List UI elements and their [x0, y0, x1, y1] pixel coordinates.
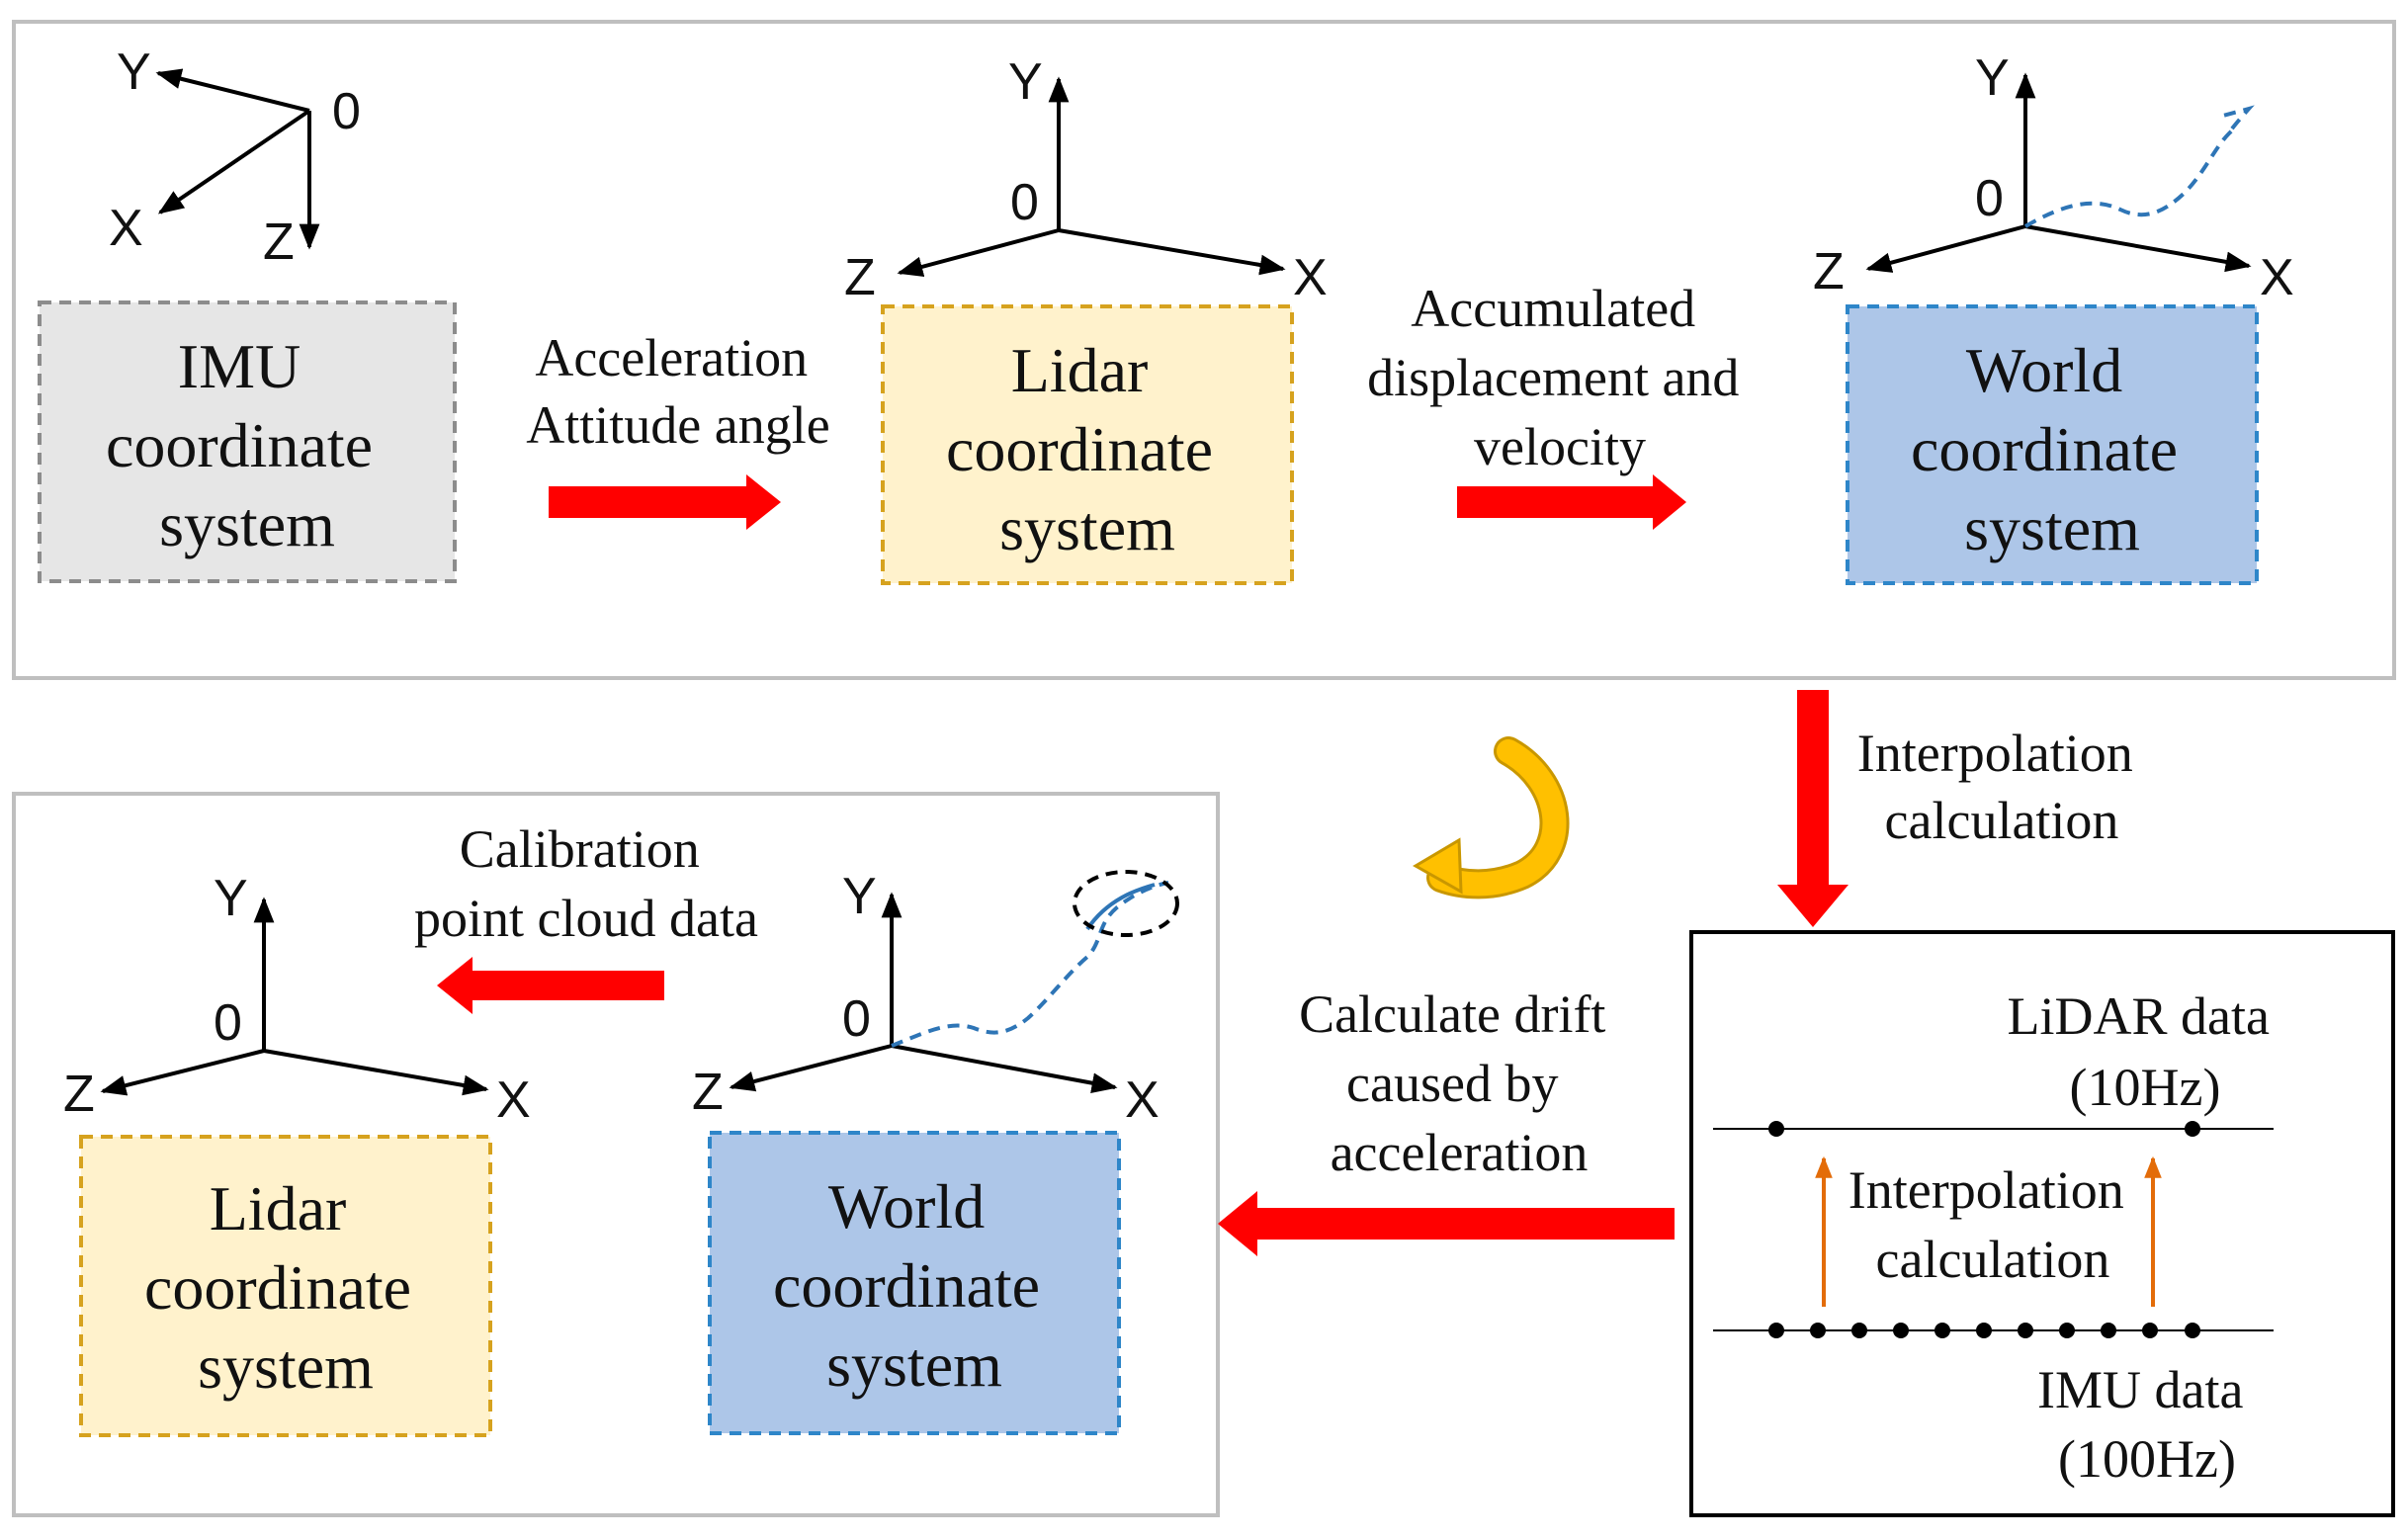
drift-highlight-ellipse [1073, 870, 1179, 937]
world-top-axis-x-label: X [2260, 249, 2294, 306]
world-bottom-box [708, 1131, 1121, 1435]
flow-arrow-timeline-to-world [1218, 1191, 1675, 1256]
world-top-axes-icon [1865, 72, 2252, 273]
imu-axis-origin-label: 0 [332, 83, 361, 140]
world-bottom-trajectory-segment [1085, 883, 1156, 931]
world-top-trajectory-line [2023, 105, 2255, 228]
lidar-bottom-axes-icon [100, 897, 489, 1096]
world-bottom-axes-icon [729, 892, 1118, 1093]
imu-box-label: IMU coordinate system [106, 331, 388, 559]
lidar-top-axis-z-label: Z [844, 249, 876, 306]
world-top-axis-origin-label: 0 [1975, 170, 2004, 227]
world-top-box [1846, 304, 2259, 585]
lidar-bottom-axis-z-label: Z [63, 1066, 95, 1123]
world-top-axis-z-label: Z [1813, 243, 1845, 300]
lidar-bottom-box-label: Lidar coordinate system [144, 1173, 427, 1402]
lidar-sample-dot [1768, 1121, 1784, 1137]
acceleration-label: Acceleration Attitude angle [526, 328, 829, 455]
accumulated-label: Accumulated displacement and velocity [1367, 279, 1753, 476]
imu-box [38, 300, 457, 583]
imu-axis-z-label: Z [263, 214, 295, 271]
flow-arrow-world-to-lidar [437, 957, 664, 1014]
imu-axis-y-label: Y [117, 43, 151, 101]
interpolation-label: Interpolation calculation [1857, 724, 2146, 850]
lidar-top-axes-icon [897, 76, 1286, 278]
world-bottom-axis-x-label: X [1125, 1071, 1160, 1129]
world-top-axis-y-label: Y [1975, 49, 2010, 107]
lidar-bottom-axis-y-label: Y [214, 870, 248, 927]
curved-feedback-arrow-icon [1413, 736, 1570, 899]
world-bottom-axis-origin-label: 0 [842, 990, 871, 1048]
lidar-sample-dot [2185, 1121, 2200, 1137]
calibration-label: Calibration point cloud data [414, 819, 758, 948]
flow-arrow-down-to-interpolation [1777, 690, 1848, 927]
world-top-box-label: World coordinate system [1911, 335, 2193, 563]
lidar-top-axis-origin-label: 0 [1010, 174, 1039, 231]
drift-label: Calculate drift caused by acceleration [1299, 984, 1619, 1182]
lidar-top-axis-x-label: X [1293, 249, 1328, 306]
lidar-bottom-axis-origin-label: 0 [214, 994, 242, 1052]
timeline-panel [1689, 930, 2395, 1517]
imu-axes-icon [155, 68, 320, 250]
world-bottom-box-label: World coordinate system [773, 1171, 1056, 1400]
lidar-top-box [881, 304, 1294, 585]
flow-arrow-imu-to-lidar [549, 474, 781, 530]
world-bottom-axis-z-label: Z [692, 1064, 724, 1121]
lidar-bottom-axis-x-label: X [496, 1071, 531, 1129]
world-bottom-trajectory-line [891, 881, 1169, 1048]
lidar-data-label: LiDAR data (10Hz) [2008, 986, 2283, 1117]
lidar-bottom-box [79, 1135, 492, 1437]
flow-arrow-lidar-to-world [1457, 474, 1686, 530]
top-panel [12, 20, 2396, 680]
bottom-left-panel [12, 792, 1220, 1517]
lidar-top-axis-y-label: Y [1008, 53, 1043, 111]
imu-sample-dots [1768, 1323, 2200, 1338]
world-bottom-axis-y-label: Y [842, 868, 877, 925]
lidar-top-box-label: Lidar coordinate system [946, 335, 1229, 563]
imu-data-label: IMU data (100Hz) [2037, 1360, 2257, 1489]
imu-axis-x-label: X [109, 200, 143, 257]
timeline-interpolation-label: Interpolation calculation [1848, 1160, 2137, 1289]
